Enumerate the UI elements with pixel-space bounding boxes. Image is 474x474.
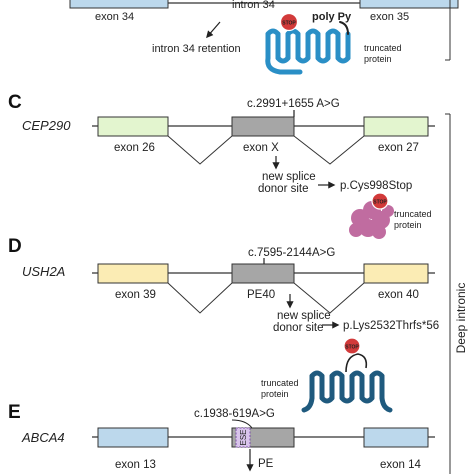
panel-e-gene: ABCA4 [21, 430, 65, 445]
truncated-protein-label-top: truncated protein [364, 43, 404, 64]
stop-sign-top: STOP [279, 12, 299, 32]
exon-35-box [359, 0, 459, 9]
poly-py-label: poly Py [312, 11, 352, 23]
panel-d-letter: D [8, 236, 22, 257]
panel-e-variant-pointer [231, 419, 253, 429]
panel-c-exon-x-label: exon X [243, 142, 279, 154]
panel-c-protein-label-1: truncated [394, 209, 432, 219]
truncated-protein-top [265, 21, 351, 75]
panel-c-stop-text: STOP [373, 200, 387, 206]
panel-e: E ABCA4 ESE c.1938-619A>G exon 13 exon 1… [8, 402, 435, 472]
panel-d-exon-40 [363, 263, 429, 284]
panel-d-stop-text: STOP [345, 345, 359, 351]
panel-e-variant: c.1938-619A>G [194, 408, 275, 420]
exon-34-label: exon 34 [95, 11, 134, 23]
panel-e-ese-box [235, 427, 251, 448]
panel-c-exon-27 [363, 116, 429, 137]
panel-d-protein-label-1: truncated [261, 378, 299, 388]
panel-c-protein-change: p.Cys998Stop [340, 180, 412, 192]
panel-d-mech-1: new splice [277, 310, 331, 322]
panel-d-splice-right [293, 282, 365, 314]
panel-d-exon-39-label: exon 39 [115, 289, 156, 301]
panel-c-protein-label-2: protein [394, 220, 422, 230]
panel-c-exon-26 [97, 116, 169, 137]
panel-d-stop-stem [345, 353, 368, 373]
panel-e-consequence: PE [258, 458, 274, 470]
panel-d: D USH2A c.7595-2144A>G exon 39 PE40 exon… [8, 236, 439, 413]
panel-d-exon-39 [97, 263, 169, 284]
intron-34-label: intron 34 [232, 0, 275, 11]
deep-intronic-bracket: Deep intronic [445, 0, 468, 474]
panel-c-exon-27-label: exon 27 [378, 142, 419, 154]
panel-e-exon-14-label: exon 14 [380, 459, 422, 471]
exon-35-label: exon 35 [370, 11, 409, 23]
retention-arrow [206, 21, 221, 39]
panel-c: C CEP290 c.2991+1655 A>G exon 26 exon X … [8, 92, 435, 239]
panel-c-splice-right [293, 135, 365, 165]
protein-label-top-line2: protein [364, 54, 392, 64]
panel-c-variant: c.2991+1655 A>G [247, 98, 340, 110]
panel-d-variant: c.7595-2144A>G [248, 247, 335, 259]
panel-c-exon-26-label: exon 26 [114, 142, 155, 154]
panel-c-letter: C [8, 92, 22, 113]
panel-c-truncated-protein [349, 201, 394, 239]
panel-d-truncated-protein [301, 370, 393, 413]
panel-d-pe40-label: PE40 [247, 289, 275, 301]
panel-c-stop-sign: STOP [371, 192, 389, 210]
top-panel: exon 34 intron 34 exon 35 poly Py intron… [69, 0, 459, 75]
panel-e-ese-label: ESE [239, 429, 248, 445]
panel-d-pe40 [231, 263, 295, 284]
deep-intronic-label: Deep intronic [454, 283, 468, 354]
panel-c-exon-x [231, 116, 295, 137]
panel-c-gene: CEP290 [22, 118, 71, 133]
panel-d-gene: USH2A [22, 264, 65, 279]
panel-d-protein-change: p.Lys2532Thrfs*56 [343, 320, 439, 332]
panel-e-exon-13 [97, 427, 169, 448]
panel-d-splice-left [167, 282, 233, 314]
panel-c-splice-left [167, 135, 233, 165]
panel-d-protein-label-2: protein [261, 389, 289, 399]
panel-d-exon-40-label: exon 40 [378, 289, 419, 301]
panel-d-mech-2: donor site [273, 322, 324, 334]
panel-c-mech-2: donor site [258, 183, 309, 195]
stop-text-top: STOP [282, 21, 296, 27]
panel-e-exon-14 [363, 427, 429, 448]
panel-e-exon-13-label: exon 13 [115, 459, 156, 471]
panel-c-mech-1: new splice [262, 171, 316, 183]
retention-label: intron 34 retention [152, 43, 241, 55]
panel-e-letter: E [8, 402, 21, 423]
protein-label-top-line1: truncated [364, 43, 402, 53]
panel-d-stop-sign: STOP [343, 337, 361, 355]
exon-34-box [69, 0, 169, 9]
